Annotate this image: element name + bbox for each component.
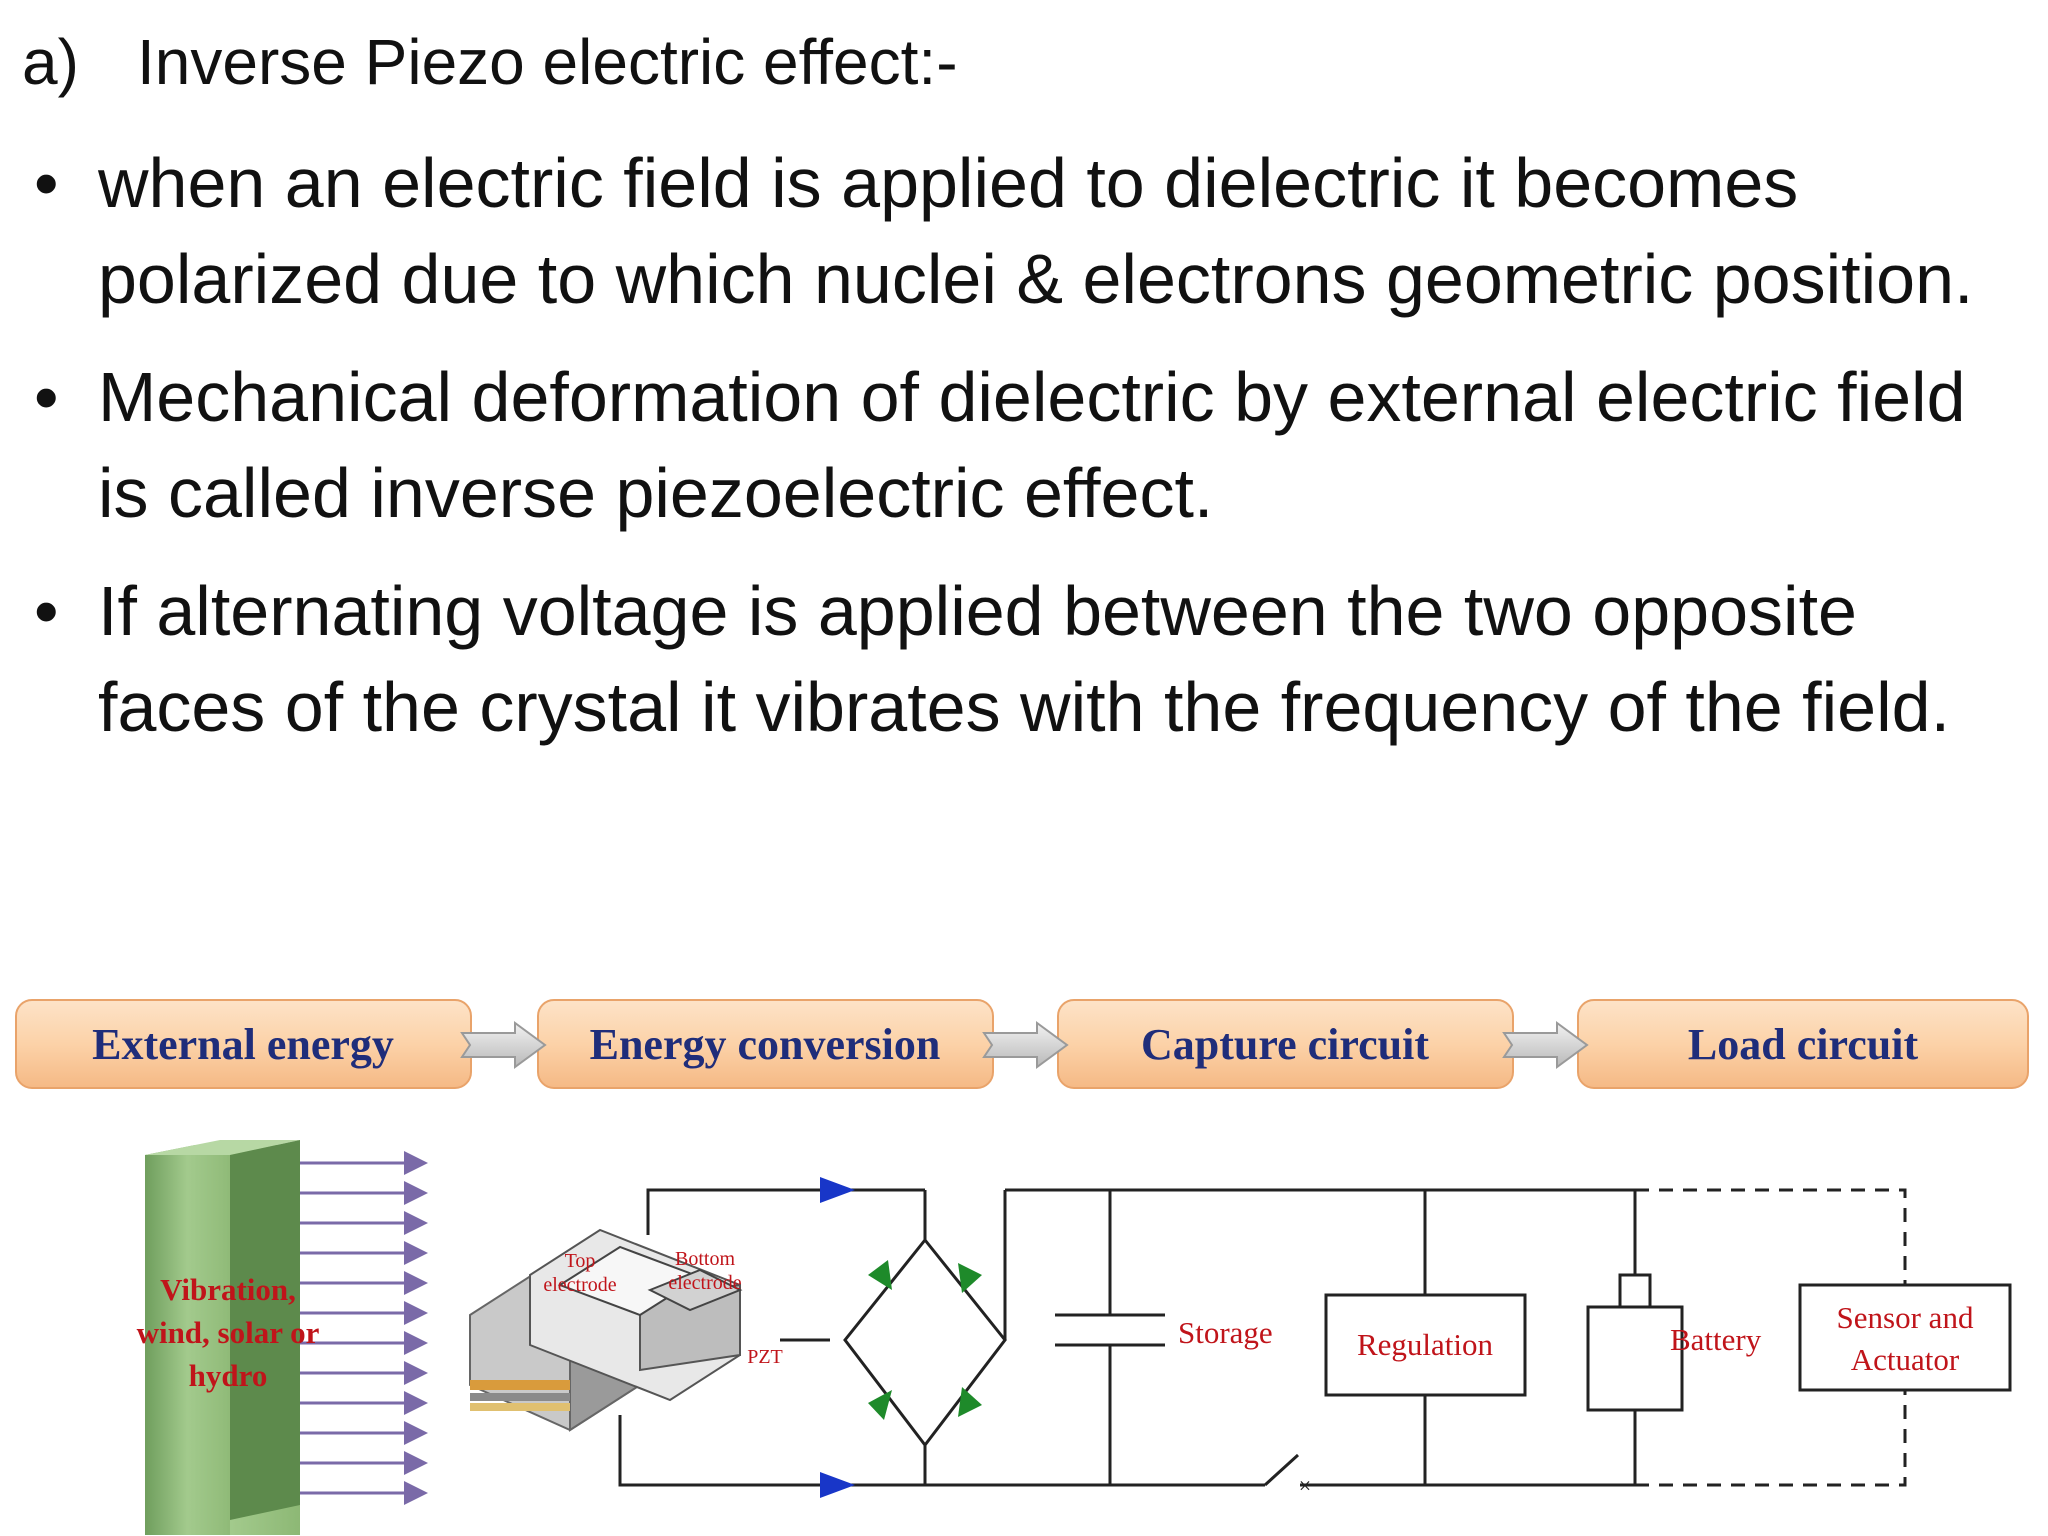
svg-text:electrode: electrode	[668, 1272, 741, 1294]
stage-arrow-icon	[460, 1021, 547, 1069]
stage-capture-circuit: Capture circuit	[1057, 999, 1514, 1089]
switch-contact-icon: ×	[1299, 1473, 1311, 1498]
stage-label: Energy conversion	[590, 1020, 941, 1069]
bullet-dot-icon: •	[34, 144, 59, 222]
regulation-label: Regulation	[1357, 1327, 1494, 1362]
svg-text:Bottom: Bottom	[675, 1248, 735, 1270]
bullet-text: If alternating voltage is applied betwee…	[98, 572, 1951, 746]
source-label-line: wind, solar or	[137, 1315, 320, 1350]
bullet-item: • If alternating voltage is applied betw…	[22, 563, 2022, 755]
capture-rails	[925, 1188, 1637, 1487]
svg-text:electrode: electrode	[543, 1274, 616, 1296]
stage-load-circuit: Load circuit	[1577, 999, 2029, 1089]
bullet-text: Mechanical deformation of dielectric by …	[98, 358, 1966, 532]
source-label-line: Vibration,	[160, 1272, 296, 1307]
bridge-rectifier	[843, 1190, 1007, 1485]
electrode-bottom-label: Bottom electrode	[668, 1248, 741, 1294]
bullet-dot-icon: •	[34, 572, 59, 650]
battery-icon	[1586, 1273, 1684, 1412]
energy-harvesting-diagram: External energy Energy conversion Captur…	[15, 999, 2029, 1535]
load-dashed-lines	[1635, 1188, 1907, 1487]
heading-text: Inverse Piezo electric effect:-	[137, 26, 958, 98]
storage-label: Storage	[1178, 1315, 1273, 1350]
slide-heading: a) Inverse Piezo electric effect:-	[22, 22, 958, 102]
sensor-label-line: Sensor and	[1837, 1300, 1974, 1335]
electrode-top-label: Top electrode	[543, 1250, 616, 1296]
pzt-label: PZT	[747, 1346, 783, 1368]
bullet-item: • when an electric field is applied to d…	[22, 135, 2022, 327]
battery-label: Battery	[1670, 1322, 1762, 1357]
piezo-device	[469, 1228, 743, 1432]
stage-label: Load circuit	[1688, 1020, 1919, 1069]
svg-text:Top: Top	[565, 1250, 596, 1272]
source-label-line: hydro	[189, 1358, 268, 1393]
current-arrow-icon	[820, 1177, 855, 1203]
energy-source-slab	[145, 1140, 300, 1535]
stage-label: External energy	[92, 1020, 394, 1069]
diode-icon	[868, 1260, 982, 1420]
vibration-arrows	[300, 1151, 428, 1505]
sensor-actuator-box	[1798, 1283, 2012, 1392]
stage-energy-conversion: Energy conversion	[537, 999, 994, 1089]
heading-marker: a)	[22, 26, 79, 98]
stage-arrow-icon	[1502, 1021, 1589, 1069]
bullet-text: when an electric field is applied to die…	[98, 144, 1974, 318]
current-arrow-icon	[820, 1472, 855, 1498]
bullet-item: • Mechanical deformation of dielectric b…	[22, 349, 2022, 541]
stage-label: Capture circuit	[1141, 1020, 1429, 1069]
stage-external-energy: External energy	[15, 999, 472, 1089]
source-label: Vibration, wind, solar or hydro	[137, 1272, 320, 1393]
sensor-label-line: Actuator	[1851, 1342, 1960, 1377]
stage-arrow-icon	[982, 1021, 1069, 1069]
bullet-list: • when an electric field is applied to d…	[22, 135, 2022, 777]
bullet-dot-icon: •	[34, 358, 59, 436]
regulation-box	[1324, 1293, 1527, 1397]
